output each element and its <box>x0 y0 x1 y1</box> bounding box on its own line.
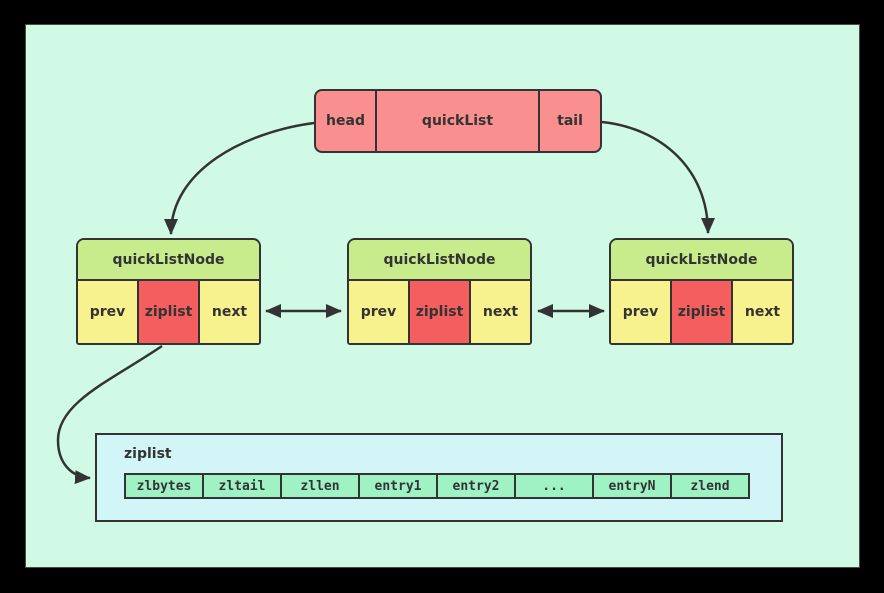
quicklist-tail-cell: tail <box>557 113 583 129</box>
quicklistnode-2-header: quickListNode <box>349 240 530 281</box>
quicklistnode-3-prev-cell: prev <box>611 281 670 343</box>
quicklistnode-2-next-cell: next <box>471 281 530 343</box>
quicklistnode-3-ziplist-cell: ziplist <box>670 281 733 343</box>
quicklist-head-cell: head <box>326 113 365 129</box>
ziplist-cell-zllen: zllen <box>280 473 360 499</box>
ziplist-entry-row: zlbytes zltail zllen entry1 entry2 ... e… <box>124 473 750 499</box>
ziplist-cell-zltail: zltail <box>202 473 282 499</box>
quicklistnode-2-ziplist-cell: ziplist <box>408 281 471 343</box>
quicklistnode-2-cells: prev ziplist next <box>349 281 530 343</box>
ziplist-panel-label: ziplist <box>124 446 172 462</box>
ziplist-panel: ziplist zlbytes zltail zllen entry1 entr… <box>95 433 783 522</box>
quicklistnode-1-cells: prev ziplist next <box>78 281 259 343</box>
quicklistnode-1-ziplist-cell: ziplist <box>137 281 200 343</box>
quicklistnode-3-next-cell: next <box>733 281 792 343</box>
ziplist-cell-ellipsis: ... <box>514 473 594 499</box>
quicklistnode-1-next-cell: next <box>200 281 259 343</box>
ziplist-cell-entry1: entry1 <box>358 473 438 499</box>
ziplist-cell-zlend: zlend <box>670 473 750 499</box>
quicklistnode-3-cells: prev ziplist next <box>611 281 792 343</box>
ziplist-cell-entryN: entryN <box>592 473 672 499</box>
quicklistnode-3-header: quickListNode <box>611 240 792 281</box>
quicklistnode-2: quickListNode prev ziplist next <box>347 238 532 345</box>
quicklist-box: head quickList tail <box>314 89 602 153</box>
quicklist-title-cell: quickList <box>375 91 540 151</box>
quicklistnode-1-header: quickListNode <box>78 240 259 281</box>
ziplist-cell-entry2: entry2 <box>436 473 516 499</box>
quicklistnode-1-prev-cell: prev <box>78 281 137 343</box>
quicklistnode-3: quickListNode prev ziplist next <box>609 238 794 345</box>
quicklistnode-1: quickListNode prev ziplist next <box>76 238 261 345</box>
ziplist-cell-zlbytes: zlbytes <box>124 473 204 499</box>
quicklistnode-2-prev-cell: prev <box>349 281 408 343</box>
